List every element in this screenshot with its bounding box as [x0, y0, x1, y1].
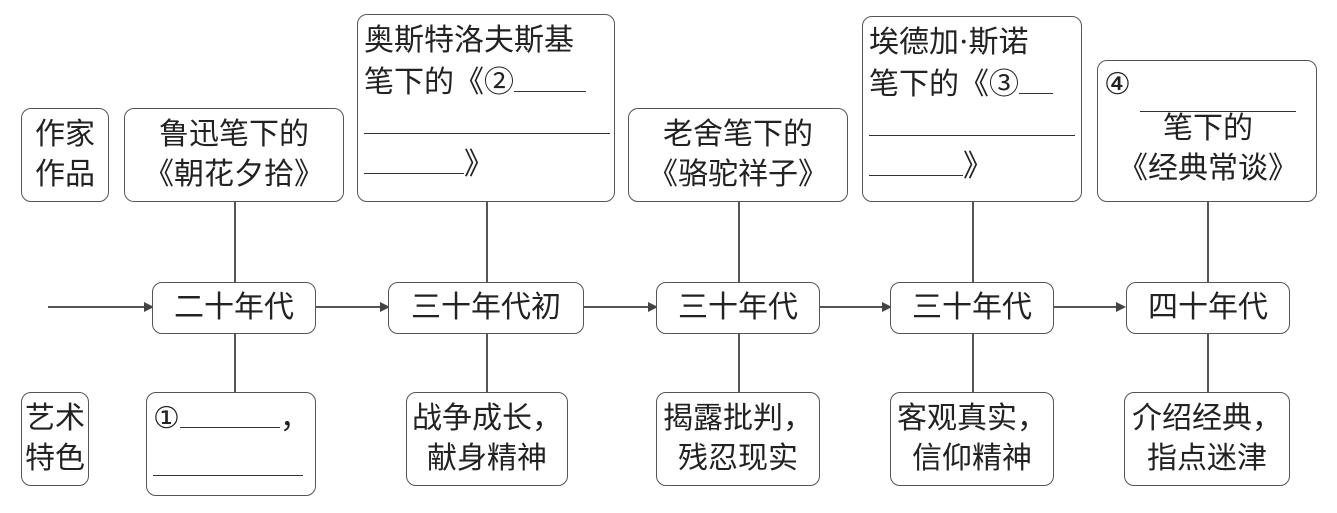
- blank-marker-2: ②: [484, 65, 514, 100]
- work-box-2: 奥斯特洛夫斯基 笔下的《② 》: [357, 14, 615, 202]
- feature-line-2b: 献身精神: [427, 441, 547, 476]
- feature-box-2: 战争成长， 献身精神: [406, 392, 568, 486]
- feature-line-1b: [153, 445, 311, 487]
- connector-col2-bottom: [486, 332, 488, 394]
- row-label-works-line1: 作家: [35, 117, 95, 152]
- arrowhead-icon: [1116, 302, 1126, 312]
- feature-line-1a: ①，: [153, 397, 311, 439]
- work-title-1: 《朝花夕拾》: [144, 157, 324, 192]
- work-title-line-4c: 》: [869, 145, 1077, 187]
- work-box-1: 鲁迅笔下的 《朝花夕拾》: [124, 108, 344, 202]
- connector-col4-bottom: [972, 332, 974, 394]
- work-title-line-2c: 》: [364, 143, 608, 185]
- connector-col4-top: [972, 200, 974, 282]
- row-label-works-line2: 作品: [35, 157, 95, 192]
- connector-col1-top: [234, 200, 236, 282]
- answer-blank-2b[interactable]: [364, 103, 610, 134]
- work-title-close-2: 》: [464, 147, 494, 182]
- feature-line-3b: 残忍现实: [678, 441, 798, 476]
- connector-col1-bottom: [234, 332, 236, 394]
- work-box-4: 埃德加·斯诺 笔下的《③ 》: [862, 16, 1082, 202]
- timeline-arrow-4: [1054, 306, 1116, 308]
- work-title-close-4: 》: [963, 149, 993, 184]
- answer-blank-2a[interactable]: [514, 61, 586, 92]
- feature-line-3a: 揭露批判，: [663, 401, 813, 436]
- work-title-line-2b: [364, 103, 610, 143]
- work-author-1: 鲁迅笔下的: [159, 117, 309, 152]
- work-title-prefix-4: 笔下的《: [869, 67, 989, 102]
- row-label-works: 作家 作品: [21, 108, 109, 202]
- period-box-5: 四十年代: [1126, 282, 1290, 334]
- period-box-2: 三十年代初: [388, 282, 584, 334]
- work-title-line-4a: 笔下的《③: [869, 63, 1077, 105]
- answer-blank-1a[interactable]: [179, 397, 280, 428]
- period-box-1: 二十年代: [152, 282, 316, 334]
- feature-line-5b: 指点迷津: [1147, 441, 1267, 476]
- timeline-arrow-3: [820, 306, 882, 308]
- work-title-3: 《骆驼祥子》: [648, 157, 828, 192]
- timeline-arrow-start: [48, 306, 146, 308]
- answer-blank-3c[interactable]: [869, 145, 963, 176]
- answer-blank-2c[interactable]: [364, 143, 464, 174]
- row-label-features: 艺术 特色: [21, 392, 89, 486]
- period-label-4: 三十年代: [912, 290, 1032, 325]
- feature-line-5a: 介绍经典，: [1132, 401, 1282, 436]
- answer-blank-1b[interactable]: [153, 445, 303, 476]
- work-title-5: 《经典常谈》: [1118, 151, 1298, 186]
- timeline-arrow-2: [584, 306, 648, 308]
- row-label-features-line2: 特色: [25, 441, 85, 476]
- work-author-line-5b: 笔下的: [1163, 111, 1253, 146]
- feature-box-1: ①，: [146, 392, 316, 496]
- feature-box-4: 客观真实， 信仰精神: [890, 392, 1054, 486]
- period-label-2: 三十年代初: [411, 290, 561, 325]
- period-label-3: 三十年代: [678, 290, 798, 325]
- feature-box-5: 介绍经典， 指点迷津: [1124, 392, 1290, 486]
- connector-col3-top: [738, 200, 740, 282]
- period-label-5: 四十年代: [1148, 290, 1268, 325]
- period-label-1: 二十年代: [174, 290, 294, 325]
- arrowhead-icon: [882, 302, 892, 312]
- work-box-5: ④ 笔下的 《经典常谈》: [1097, 60, 1317, 202]
- answer-blank-3a[interactable]: [1019, 63, 1053, 94]
- work-author-line-5a: ④: [1104, 65, 1312, 112]
- connector-col5-top: [1207, 200, 1209, 282]
- answer-blank-4[interactable]: [1140, 81, 1296, 112]
- blank-marker-4: ④: [1104, 67, 1131, 102]
- period-box-4: 三十年代: [890, 282, 1054, 334]
- connector-col3-bottom: [738, 332, 740, 394]
- feature-comma-1: ，: [279, 401, 310, 436]
- connector-col5-bottom: [1207, 332, 1209, 394]
- connector-col2-top: [486, 200, 488, 282]
- arrowhead-icon: [144, 302, 154, 312]
- work-author-2: 奥斯特洛夫斯基: [364, 23, 574, 58]
- feature-box-3: 揭露批判， 残忍现实: [656, 392, 820, 486]
- work-title-line-4b: [869, 105, 1077, 145]
- feature-line-4a: 客观真实，: [897, 401, 1047, 436]
- period-box-3: 三十年代: [656, 282, 820, 334]
- arrowhead-icon: [648, 302, 658, 312]
- work-box-3: 老舍笔下的 《骆驼祥子》: [628, 108, 848, 202]
- row-label-features-line1: 艺术: [25, 401, 85, 436]
- blank-marker-3: ③: [989, 67, 1019, 102]
- arrowhead-icon: [380, 302, 390, 312]
- blank-marker-1: ①: [153, 401, 180, 436]
- feature-line-2a: 战争成长，: [412, 401, 562, 436]
- work-author-3: 老舍笔下的: [663, 117, 813, 152]
- timeline-arrow-1: [316, 306, 380, 308]
- work-title-line-2a: 笔下的《②: [364, 61, 608, 103]
- work-author-4: 埃德加·斯诺: [869, 25, 1029, 60]
- work-title-prefix-2: 笔下的《: [364, 65, 484, 100]
- feature-line-4b: 信仰精神: [912, 441, 1032, 476]
- answer-blank-3b[interactable]: [869, 105, 1075, 136]
